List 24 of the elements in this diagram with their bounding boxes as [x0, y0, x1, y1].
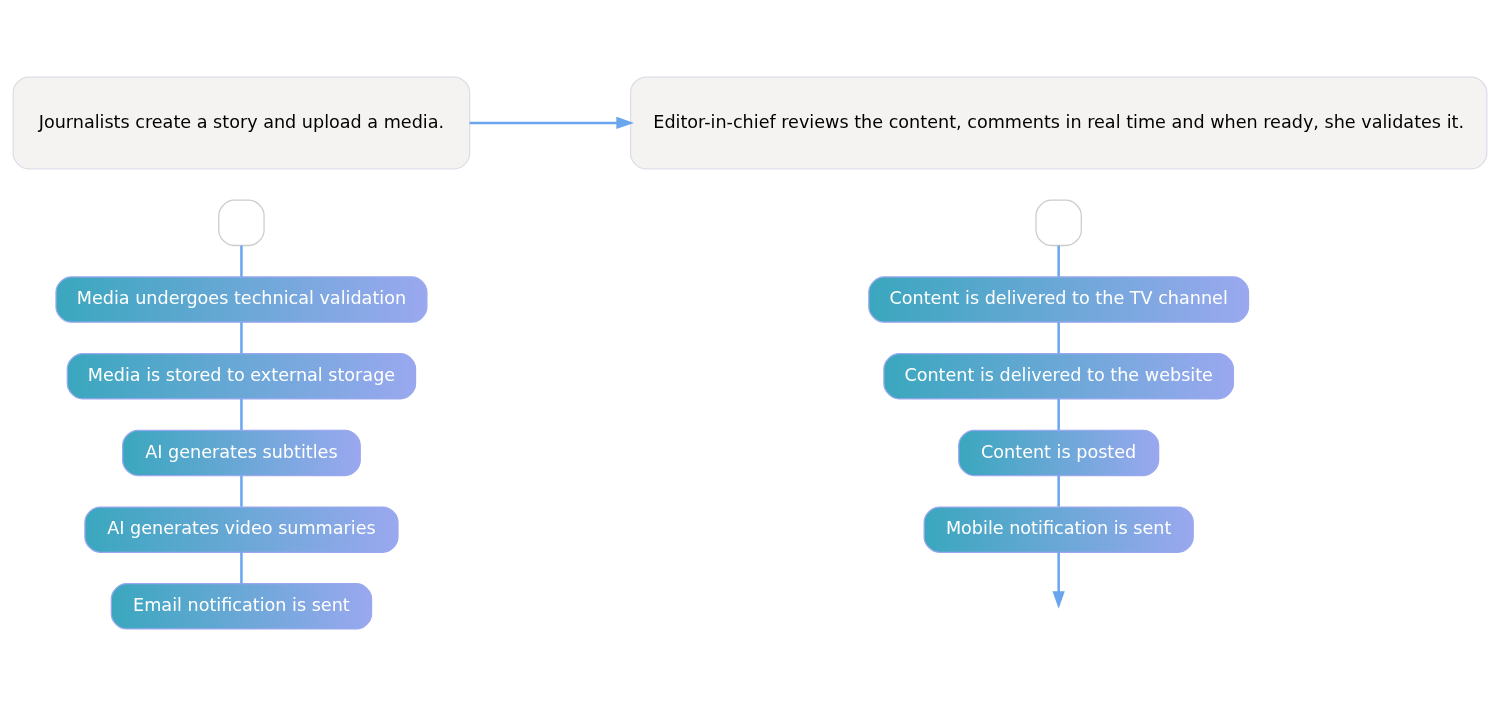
connector: [1057, 398, 1060, 430]
node-box: Email notification is sent: [110, 582, 373, 630]
connector: [240, 398, 243, 430]
node-box: Mobile notification is sent: [923, 505, 1194, 553]
connector: [1057, 245, 1060, 277]
node-box: Journalists create a story and upload a media.: [12, 75, 471, 169]
node-box: Content is delivered to the TV channel: [868, 275, 1250, 323]
arrow: [1052, 551, 1065, 609]
node-box: Media is stored to external storage: [66, 352, 417, 399]
node-box: Content is delivered to the website: [883, 352, 1235, 399]
connector: [240, 551, 243, 583]
node-box: [1035, 199, 1082, 246]
node-box: Content is posted: [958, 429, 1160, 476]
node-box: [218, 199, 265, 246]
node-box: Media undergoes technical validation: [55, 275, 428, 323]
connector: [240, 475, 243, 507]
connector: [240, 245, 243, 277]
node-box: AI generates subtitles: [122, 429, 361, 476]
connector: [1057, 475, 1060, 507]
connector: [1057, 321, 1060, 353]
node-box: AI generates video summaries: [84, 505, 399, 553]
arrow: [469, 116, 634, 129]
connector: [240, 321, 243, 353]
node-box: Editor-in-chief reviews the content, comments in real time and when ready, she validates it.: [629, 75, 1488, 169]
